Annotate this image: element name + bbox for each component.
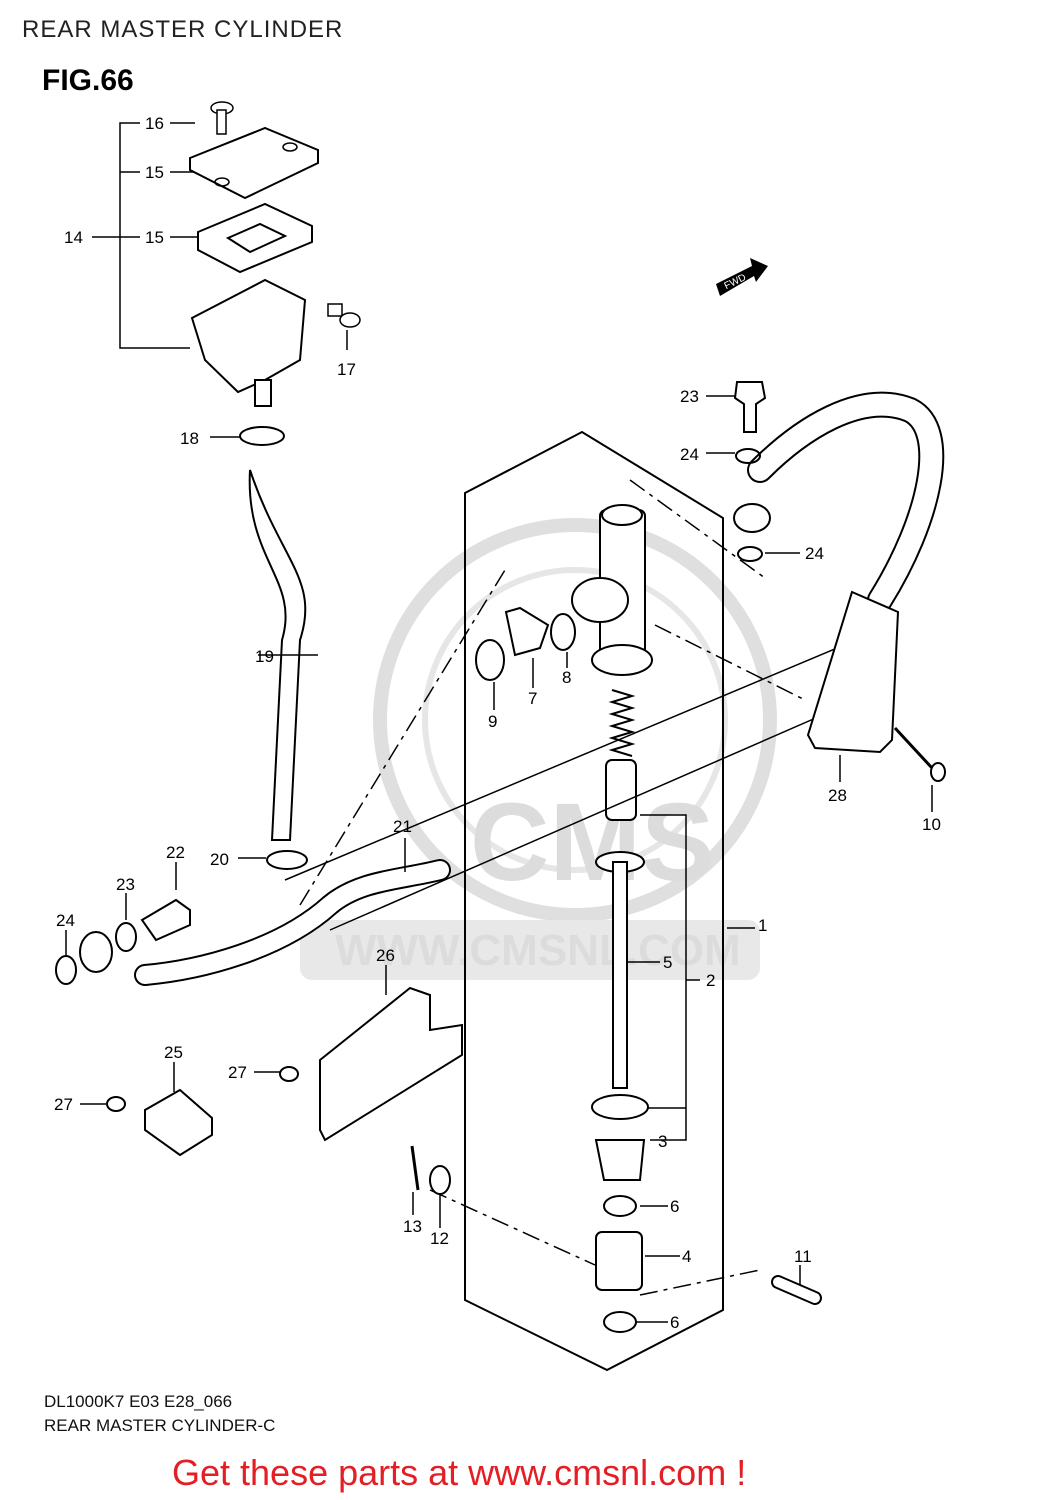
nut-upper	[603, 1195, 637, 1217]
banjo-fitting-right	[733, 503, 771, 533]
circlip	[591, 1094, 649, 1120]
callout-12: 12	[430, 1229, 449, 1248]
diaphragm	[197, 202, 313, 274]
cover-26	[319, 986, 463, 1142]
screw-27-left	[106, 1096, 126, 1112]
frame-outline	[284, 629, 881, 931]
master-cylinder-body	[571, 504, 653, 676]
callout-21: 20	[210, 850, 229, 869]
figure-label: FIG.66	[42, 64, 134, 97]
clamp-21	[266, 850, 308, 870]
cotter-pin-13	[410, 1145, 420, 1191]
callout-24-mid: 23	[116, 875, 135, 894]
group-14-bracket	[92, 122, 200, 349]
hose-guard	[806, 590, 900, 754]
parts-diagram: CMS WWW.CMSNL.COM	[54, 101, 946, 1372]
screw-10	[893, 726, 943, 770]
watermark-url: WWW.CMSNL.COM	[335, 926, 741, 975]
spring	[608, 689, 636, 757]
callout-27-right: 27	[228, 1063, 247, 1082]
callout-24-right: 24	[805, 544, 824, 563]
callout-17: 16	[145, 114, 164, 133]
callout-5: 5	[663, 953, 672, 972]
o-ring	[550, 613, 576, 651]
screw-27-right	[279, 1066, 299, 1082]
banjo-bolt-left	[140, 898, 191, 942]
piston	[605, 759, 637, 821]
callout-4: 4	[682, 1247, 691, 1266]
clamp-25	[144, 1088, 213, 1157]
banjo-bolt-right	[733, 381, 767, 433]
clevis	[595, 1231, 643, 1291]
callout-20: 18	[180, 429, 199, 448]
callout-7: 7	[528, 689, 537, 708]
inlet-fitting	[504, 606, 550, 657]
callout-10: 10	[922, 815, 941, 834]
page-title: REAR MASTER CYLINDER	[22, 16, 344, 43]
callout-19: 19	[255, 647, 274, 666]
screw-17	[210, 101, 234, 135]
callout-24-top: 24	[680, 445, 699, 464]
master-cylinder-group-box	[464, 430, 724, 1372]
callout-3: 3	[658, 1132, 667, 1151]
watermark: CMS WWW.CMSNL.COM	[300, 518, 777, 980]
callout-24-left: 24	[56, 911, 75, 930]
callout-11: 11	[794, 1247, 812, 1266]
washer-12	[429, 1165, 451, 1195]
diagram-name: REAR MASTER CYLINDER-C	[44, 1416, 276, 1435]
watermark-logo: CMS	[470, 781, 714, 904]
washer-24-right	[737, 546, 763, 562]
callout-23-left: 22	[166, 843, 185, 862]
callout-22: 21	[393, 817, 412, 836]
callout-23-right: 23	[680, 387, 699, 406]
push-rod	[612, 861, 628, 1089]
callout-28: 28	[828, 786, 847, 805]
reservoir-hose	[248, 469, 307, 841]
callout-16: 15	[145, 163, 164, 182]
banjo-fitting-left	[79, 931, 113, 973]
callout-27-left: 27	[54, 1095, 73, 1114]
call-to-action-link[interactable]: Get these parts at www.cmsnl.com !	[172, 1452, 747, 1493]
nut-lower	[603, 1311, 637, 1333]
reference-lines	[299, 479, 806, 1296]
callout-9: 9	[488, 712, 497, 731]
fwd-label: FWD	[723, 272, 748, 292]
callout-2: 2	[706, 971, 715, 990]
reservoir-cap	[189, 126, 319, 200]
bolt-18	[327, 303, 361, 350]
callout-8: 8	[562, 668, 571, 687]
boot	[594, 1139, 646, 1181]
callout-18: 17	[337, 360, 356, 379]
group-2-bracket	[627, 814, 700, 1323]
callout-13: 13	[403, 1217, 422, 1236]
washer-24-mid	[115, 922, 137, 952]
callout-26: 26	[376, 946, 395, 965]
callout-6-upper: 6	[670, 1197, 679, 1216]
reservoir	[190, 278, 307, 394]
callout-6-lower: 6	[670, 1313, 679, 1332]
washer-24-left	[55, 955, 77, 985]
callout-14: 14	[64, 228, 83, 247]
callout-15: 15	[145, 228, 164, 247]
model-code: DL1000K7 E03 E28_066	[44, 1392, 233, 1411]
fwd-arrow: FWD	[716, 258, 768, 296]
callout-25: 25	[164, 1043, 183, 1062]
callout-1: 1	[758, 916, 767, 935]
retaining-clip	[475, 639, 505, 681]
clamp-20	[239, 426, 285, 446]
washer-24-top	[735, 448, 761, 464]
